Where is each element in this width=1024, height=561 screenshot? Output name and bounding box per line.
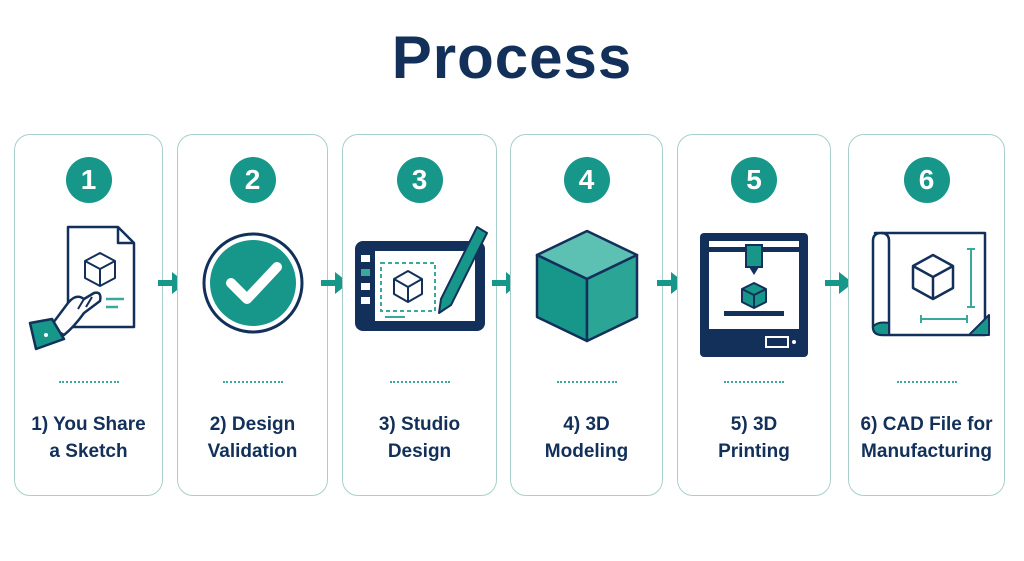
checkmark-circle-icon bbox=[202, 232, 303, 334]
3d-printer-icon bbox=[700, 233, 808, 357]
blueprint-icon bbox=[871, 231, 990, 337]
step-number-badge: 1 bbox=[65, 157, 112, 203]
dotted-divider bbox=[222, 381, 283, 383]
step-number-badge: 4 bbox=[563, 157, 610, 203]
dotted-divider bbox=[389, 381, 450, 383]
dotted-divider bbox=[724, 381, 784, 383]
step-number-badge: 3 bbox=[396, 157, 443, 203]
step-number-badge: 2 bbox=[229, 157, 276, 203]
dotted-divider bbox=[58, 381, 119, 383]
3d-cube-icon bbox=[535, 229, 638, 343]
step-number-badge: 5 bbox=[731, 157, 777, 203]
step-number-badge: 6 bbox=[903, 157, 950, 203]
arrow-right-icon bbox=[825, 272, 853, 294]
page-title: Process bbox=[391, 24, 633, 91]
dotted-divider bbox=[896, 381, 957, 383]
dotted-divider bbox=[556, 381, 617, 383]
hand-holding-sketch-icon bbox=[28, 225, 135, 351]
tablet-with-stylus-icon bbox=[354, 226, 488, 331]
